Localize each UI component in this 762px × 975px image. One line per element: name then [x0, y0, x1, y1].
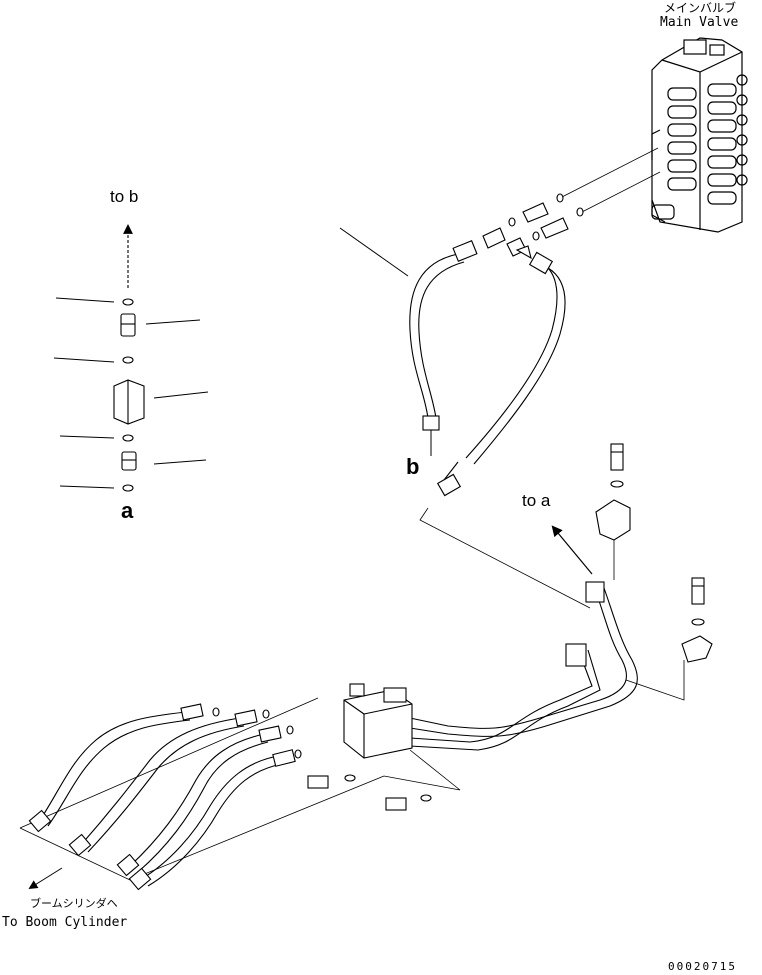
to-b-label: to b — [110, 187, 139, 206]
exploded-stack — [53, 224, 209, 492]
drawing-number: 00020715 — [668, 960, 737, 973]
hose-b — [339, 227, 478, 456]
boom-cylinder-label-jp: ブームシリンダヘ — [30, 897, 118, 910]
brackets-bolts — [595, 443, 713, 701]
boom-cylinder-label-en: To Boom Cylinder — [2, 915, 128, 930]
reference-a: a — [121, 498, 134, 523]
to-a-label: to a — [522, 491, 551, 510]
boom-cylinder-hoses — [28, 703, 432, 891]
main-valve — [651, 37, 748, 233]
main-valve-label-jp: メインバルブ — [664, 1, 737, 15]
hose-to-a — [419, 251, 591, 609]
valve-fittings — [482, 147, 661, 260]
to-a-arrow — [551, 525, 593, 575]
boom-cylinder-arrow — [28, 867, 63, 889]
main-valve-label-en: Main Valve — [660, 15, 739, 30]
hose-block-assembly — [19, 581, 638, 881]
reference-b: b — [406, 454, 420, 479]
